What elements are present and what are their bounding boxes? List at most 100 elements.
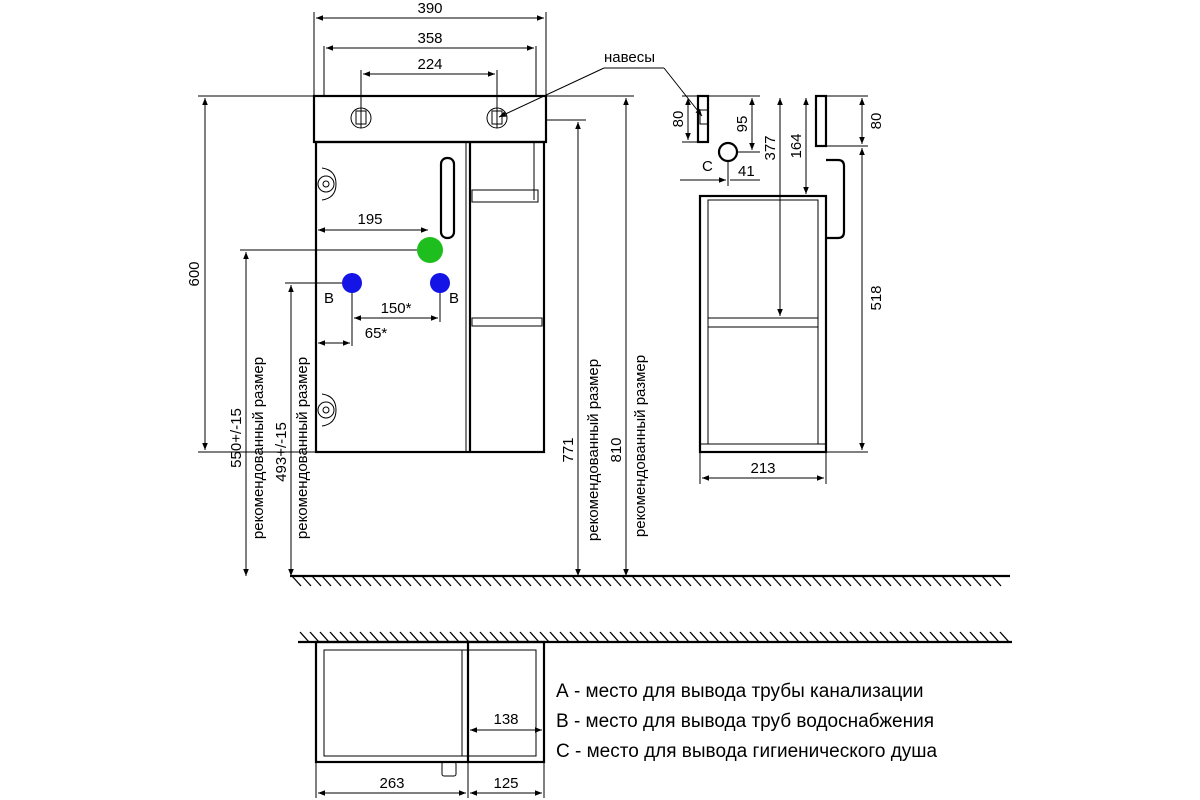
legend-item-a: А - место для вывода трубы канализации xyxy=(556,681,924,702)
shelf-side xyxy=(707,317,819,328)
outlet-b-right-marker xyxy=(430,273,450,293)
hatch-stroke xyxy=(701,575,712,587)
hatch-stroke xyxy=(981,575,992,587)
hatch-stroke xyxy=(459,631,470,643)
hatch-stroke xyxy=(419,631,430,643)
recommended-caption-550: рекомендованный размер xyxy=(250,357,267,539)
dim-hanger-80: 80 xyxy=(670,111,687,128)
hatch-stroke xyxy=(639,631,650,643)
hatch-stroke xyxy=(461,575,472,587)
hatch-stroke xyxy=(531,575,542,587)
dim-lower-518: 518 xyxy=(868,285,885,310)
dim-810: 810 xyxy=(608,437,625,462)
top-panel-side xyxy=(814,94,828,148)
dim-total-height: 600 xyxy=(186,261,203,286)
cabinet-body-side xyxy=(698,194,828,454)
hatch-stroke xyxy=(319,631,330,643)
shelf-middle xyxy=(471,317,543,327)
side-view: C навесы 80 95 41 377 164 80 51 xyxy=(498,49,885,484)
recommended-caption-810: рекомендованный размер xyxy=(632,355,649,537)
dim-263: 263 xyxy=(379,775,404,792)
hatch-stroke xyxy=(651,575,662,587)
hatch-stroke xyxy=(409,631,420,643)
hatch-stroke xyxy=(809,631,820,643)
hatch-stroke xyxy=(901,575,912,587)
dim-138: 138 xyxy=(493,711,518,728)
door-handle-side xyxy=(826,158,846,240)
hatch-stroke xyxy=(931,575,942,587)
recommended-caption-493: рекомендованный размер xyxy=(294,357,311,539)
hatch-stroke xyxy=(671,575,682,587)
hatch-stroke xyxy=(551,575,562,587)
hatch-stroke xyxy=(761,575,772,587)
outlet-c-marker xyxy=(717,141,739,163)
hatch-stroke xyxy=(771,575,782,587)
hatch-stroke xyxy=(389,631,400,643)
hatch-stroke xyxy=(529,631,540,643)
dim-hanger-164: 164 xyxy=(788,133,805,158)
hatch-stroke xyxy=(569,631,580,643)
door-handle xyxy=(439,156,456,240)
hatch-stroke xyxy=(631,575,642,587)
hatch-stroke xyxy=(449,631,460,643)
dim-outlet-b-spacing: 150* xyxy=(381,300,412,317)
hatch-stroke xyxy=(959,631,970,643)
hatch-stroke xyxy=(881,575,892,587)
hatch-stroke xyxy=(361,575,372,587)
hatch-stroke xyxy=(611,575,622,587)
hatch-stroke xyxy=(579,631,590,643)
hatch-stroke xyxy=(559,631,570,643)
hatch-stroke xyxy=(819,631,830,643)
hatch-stroke xyxy=(851,575,862,587)
hatch-stroke xyxy=(539,631,550,643)
hatch-stroke xyxy=(521,575,532,587)
hatch-stroke xyxy=(779,631,790,643)
hatch-stroke xyxy=(291,575,302,587)
wall-line xyxy=(298,631,1012,644)
hatch-stroke xyxy=(741,575,752,587)
hatch-stroke xyxy=(489,631,500,643)
hatch-stroke xyxy=(831,575,842,587)
outlet-a-marker xyxy=(417,237,443,263)
hatch-stroke xyxy=(499,631,510,643)
hatch-stroke xyxy=(939,631,950,643)
hatch-stroke xyxy=(909,631,920,643)
hatch-stroke xyxy=(911,575,922,587)
hatch-stroke xyxy=(799,631,810,643)
legend-item-b: В - место для вывода труб водоснабжения xyxy=(556,711,934,732)
legend: А - место для вывода трубы канализации В… xyxy=(556,681,938,762)
hatch-stroke xyxy=(749,631,760,643)
hatch-stroke xyxy=(349,631,360,643)
outlet-b-right-label: B xyxy=(449,290,459,307)
dim-total-width: 390 xyxy=(417,0,442,17)
legend-item-c: С - место для вывода гигиенического душа xyxy=(556,741,938,762)
hatch-stroke xyxy=(781,575,792,587)
hatch-stroke xyxy=(609,631,620,643)
hatch-stroke xyxy=(641,575,652,587)
hatch-stroke xyxy=(989,631,1000,643)
dim-125: 125 xyxy=(493,775,518,792)
hatch-stroke xyxy=(949,631,960,643)
hatch-stroke xyxy=(329,631,340,643)
hatch-stroke xyxy=(619,631,630,643)
dim-550: 550+/-15 xyxy=(228,408,245,468)
front-view: B B 390 358 224 195 150* 65* 600 xyxy=(186,0,548,454)
hatch-stroke xyxy=(691,575,702,587)
hatch-stroke xyxy=(979,631,990,643)
cabinet-body xyxy=(314,140,546,454)
hatch-stroke xyxy=(381,575,392,587)
hatch-stroke xyxy=(991,575,1002,587)
hanger-icon xyxy=(350,107,372,129)
hatch-stroke xyxy=(451,575,462,587)
hatch-stroke xyxy=(899,631,910,643)
top-view: 138 263 125 xyxy=(314,640,546,798)
hatch-stroke xyxy=(519,631,530,643)
outlet-c-label: C xyxy=(702,158,713,175)
hatch-stroke xyxy=(739,631,750,643)
hatch-stroke xyxy=(811,575,822,587)
hatch-stroke xyxy=(479,631,490,643)
hatch-stroke xyxy=(299,631,310,643)
hatch-stroke xyxy=(541,575,552,587)
hatch-stroke xyxy=(589,631,600,643)
hatch-stroke xyxy=(471,575,482,587)
